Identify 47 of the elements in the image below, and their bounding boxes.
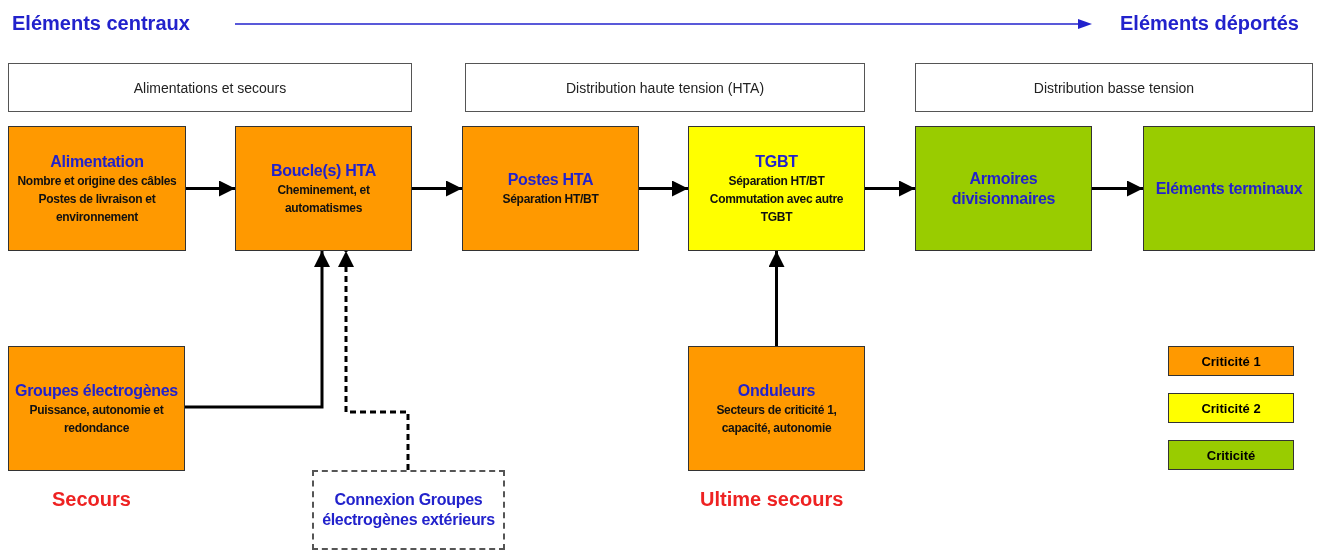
header-band <box>465 63 865 112</box>
arrow <box>1092 180 1143 197</box>
process-box <box>1143 126 1315 251</box>
node-text: Secteurs de criticité 1, capacité, autonomie <box>715 401 838 437</box>
node-text: Séparation HT/BT <box>502 190 599 208</box>
node-title: Eléments terminaux <box>1155 178 1303 199</box>
process-box <box>688 346 865 471</box>
direction-label: Eléments centraux <box>12 12 190 35</box>
dashed-box <box>312 470 505 550</box>
section-label: Ultime secours <box>700 488 844 511</box>
node-title: Armoires divisionnaires <box>950 168 1057 209</box>
arrow <box>639 180 688 197</box>
band-title: Alimentations et secours <box>133 79 287 96</box>
header-band <box>915 63 1313 112</box>
node-title: Boucle(s) HTA <box>270 160 377 181</box>
process-box <box>462 126 639 251</box>
node-text: Puissance, autonomie et redondance <box>28 401 165 437</box>
node-text: Cheminement, et automatismes <box>276 181 371 217</box>
node-text: Postes de livraison et environnement <box>37 190 157 226</box>
process-box <box>688 126 865 251</box>
node-title: Connexion Groupes électrogènes extérieurs <box>321 490 496 530</box>
arrow <box>768 251 785 346</box>
node-title: Alimentation <box>50 151 144 172</box>
legend-label: Criticité 2 <box>1201 400 1261 416</box>
node-title: Onduleurs <box>737 380 816 401</box>
arrow <box>186 180 235 197</box>
section-label: Secours <box>52 488 131 511</box>
legend-label: Criticité <box>1206 447 1256 463</box>
node-title: TGBT <box>755 151 798 172</box>
node-text: Séparation HT/BT <box>728 172 825 190</box>
node-title: Postes HTA <box>507 169 594 190</box>
process-box <box>8 346 185 471</box>
band-title: Distribution haute tension (HTA) <box>565 79 765 96</box>
arrow <box>865 180 915 197</box>
process-box <box>235 126 412 251</box>
legend-label: Criticité 1 <box>1201 353 1261 369</box>
arrow <box>185 251 330 409</box>
node-text: Nombre et origine des câbles <box>17 172 177 190</box>
direction-label: Eléments déportés <box>1120 12 1299 35</box>
header-band <box>8 63 412 112</box>
node-text: Commutation avec autre TGBT <box>708 190 845 226</box>
process-box <box>915 126 1092 251</box>
dashed-arrow <box>338 251 410 470</box>
process-box <box>8 126 186 251</box>
node-title: Groupes électrogènes <box>15 380 178 401</box>
arrow <box>412 180 462 197</box>
band-title: Distribution basse tension <box>1033 79 1195 96</box>
